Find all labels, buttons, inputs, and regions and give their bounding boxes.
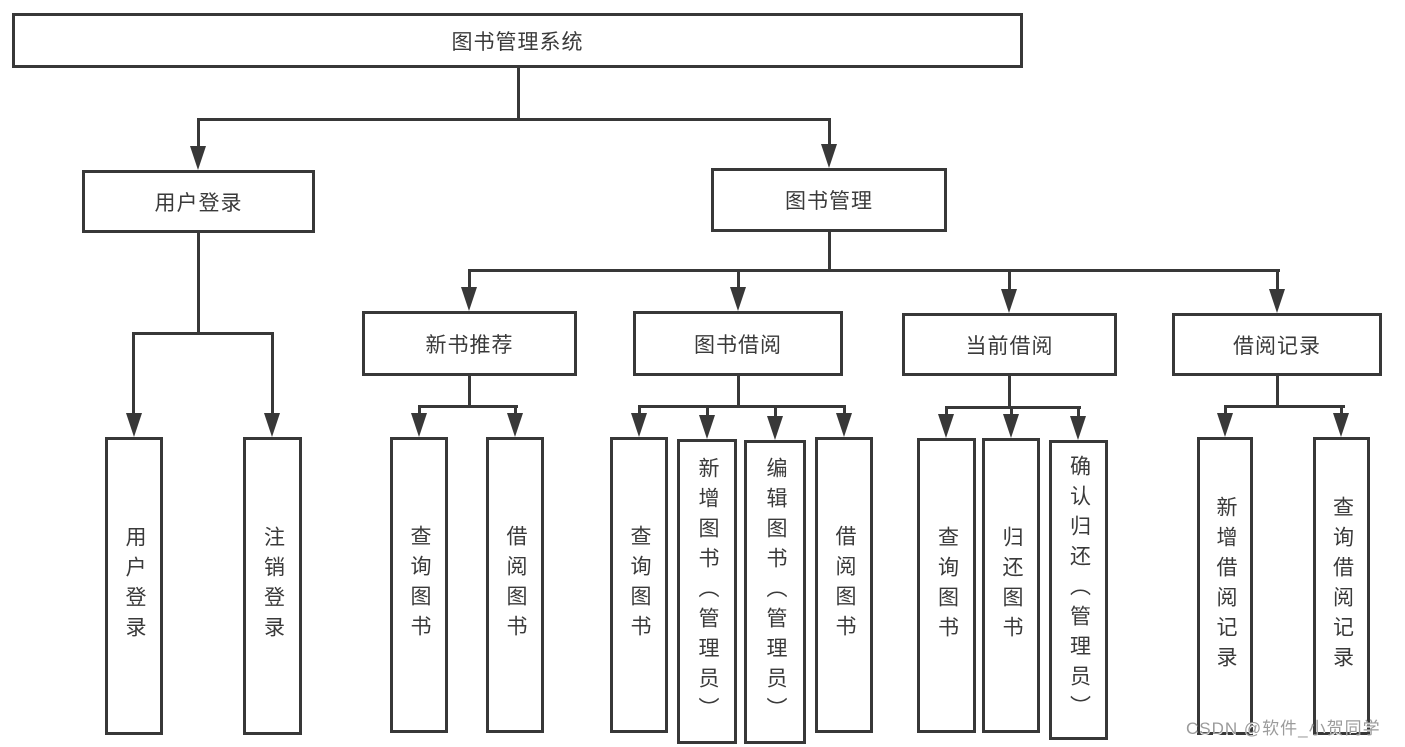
connector-line (468, 269, 471, 289)
leaf-user-login-label: 用户登录 (123, 526, 146, 646)
leaf-return-book: 归还图书 (982, 438, 1040, 733)
connector-line (271, 332, 274, 414)
connector-arrowhead (264, 413, 280, 437)
node-book-management: 图书管理 (711, 168, 947, 232)
connector-line (828, 118, 831, 146)
leaf-logout: 注销登录 (243, 437, 302, 735)
leaf-current-query-books: 查询图书 (917, 438, 976, 733)
connector-line (945, 406, 948, 416)
connector-arrowhead (730, 287, 746, 311)
connector-line (418, 405, 421, 415)
leaf-borrow-query-books-label: 查询图书 (628, 525, 651, 645)
connector-line (1340, 405, 1343, 415)
leaf-edit-book-admin: 编辑图书（管理员） (744, 440, 806, 744)
connector-arrowhead (461, 287, 477, 311)
connector-line (468, 376, 471, 407)
connector-line (638, 405, 641, 415)
watermark: CSDN @软件_小贺同学 (1186, 719, 1381, 738)
connector-line (1276, 269, 1279, 291)
leaf-confirm-return-admin: 确认归还（管理员） (1049, 440, 1108, 740)
connector-arrowhead (1333, 413, 1349, 437)
connector-line (828, 232, 831, 272)
connector-line (197, 233, 200, 335)
connector-arrowhead (836, 413, 852, 437)
connector-line (514, 405, 517, 415)
connector-line (843, 405, 846, 415)
connector-arrowhead (126, 413, 142, 437)
connector-line (1276, 376, 1279, 407)
connector-line (638, 405, 846, 408)
connector-line (774, 405, 777, 418)
connector-arrowhead (1003, 414, 1019, 438)
leaf-borrow-query-books: 查询图书 (610, 437, 668, 733)
node-library-system-label: 图书管理系统 (451, 30, 584, 54)
connector-line (945, 406, 1081, 409)
connector-arrowhead (699, 415, 715, 439)
leaf-query-borrow-record-label: 查询借阅记录 (1330, 496, 1354, 676)
connector-line (468, 269, 1280, 272)
leaf-recommend-query-books: 查询图书 (390, 437, 448, 733)
connector-line (1008, 376, 1011, 409)
node-book-borrow: 图书借阅 (633, 311, 843, 376)
node-borrow-records: 借阅记录 (1172, 313, 1382, 376)
connector-arrowhead (1001, 289, 1017, 313)
connector-line (706, 405, 709, 417)
connector-line (1224, 405, 1345, 408)
node-book-management-label: 图书管理 (785, 190, 873, 213)
leaf-user-login: 用户登录 (105, 437, 163, 735)
connector-arrowhead (938, 414, 954, 438)
leaf-recommend-borrow-books-label: 借阅图书 (504, 525, 527, 645)
connector-line (1224, 405, 1227, 415)
connector-arrowhead (507, 413, 523, 437)
node-library-system: 图书管理系统 (12, 13, 1023, 68)
connector-line (737, 269, 740, 289)
node-borrow-records-label: 借阅记录 (1233, 334, 1321, 358)
leaf-add-borrow-record: 新增借阅记录 (1197, 437, 1253, 735)
leaf-add-book-admin-label: 新增图书（管理员） (696, 456, 719, 727)
leaf-add-book-admin: 新增图书（管理员） (677, 439, 737, 744)
connector-arrowhead (1269, 289, 1285, 313)
leaf-recommend-query-books-label: 查询图书 (408, 525, 431, 645)
node-current-borrow: 当前借阅 (902, 313, 1117, 376)
connector-line (1077, 406, 1080, 418)
connector-line (737, 376, 740, 407)
leaf-recommend-borrow-books: 借阅图书 (486, 437, 544, 733)
leaf-edit-book-admin-label: 编辑图书（管理员） (764, 457, 787, 727)
leaf-borrow-borrow-books-label: 借阅图书 (833, 525, 856, 645)
leaf-return-book-label: 归还图书 (1000, 525, 1023, 646)
node-user-login-label: 用户登录 (154, 191, 243, 215)
connector-line (1008, 269, 1011, 291)
connector-line (517, 68, 520, 119)
connector-arrowhead (411, 413, 427, 437)
connector-arrowhead (821, 144, 837, 168)
connector-line (418, 405, 518, 408)
node-user-login: 用户登录 (82, 170, 315, 233)
connector-line (197, 118, 831, 121)
node-current-borrow-label: 当前借阅 (965, 334, 1054, 358)
connector-arrowhead (767, 416, 783, 440)
leaf-add-borrow-record-label: 新增借阅记录 (1214, 496, 1237, 676)
leaf-logout-label: 注销登录 (261, 526, 285, 646)
leaf-current-query-books-label: 查询图书 (935, 525, 959, 646)
node-new-book-recommend: 新书推荐 (362, 311, 577, 376)
leaf-confirm-return-admin-label: 确认归还（管理员） (1067, 455, 1091, 725)
connector-line (1010, 406, 1013, 416)
connector-line (197, 118, 200, 148)
connector-arrowhead (1070, 416, 1086, 440)
node-book-borrow-label: 图书借阅 (694, 333, 782, 357)
connector-arrowhead (190, 146, 206, 170)
connector-arrowhead (631, 413, 647, 437)
node-new-book-recommend-label: 新书推荐 (425, 333, 514, 357)
connector-arrowhead (1217, 413, 1233, 437)
connector-line (132, 332, 274, 335)
connector-line (132, 332, 135, 414)
leaf-query-borrow-record: 查询借阅记录 (1313, 437, 1370, 735)
leaf-borrow-borrow-books: 借阅图书 (815, 437, 873, 733)
